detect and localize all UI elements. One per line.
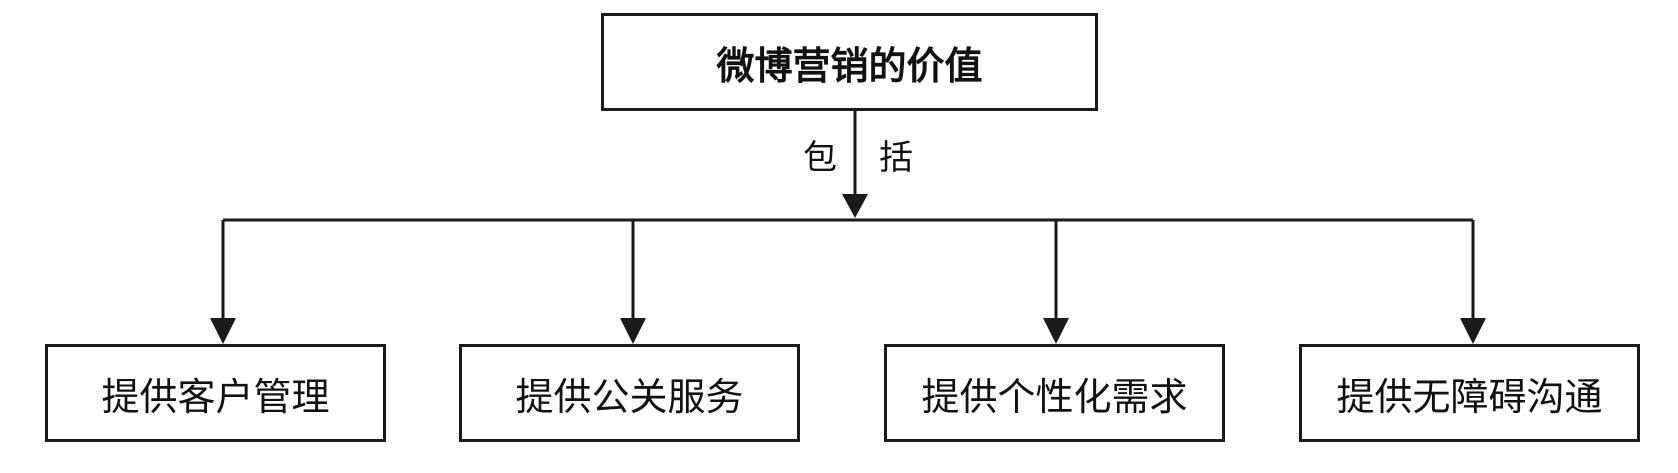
child-node-label: 提供公关服务	[515, 374, 744, 419]
child-node-personalized-needs: 提供个性化需求	[884, 344, 1225, 442]
branch-arrowhead-0	[210, 318, 236, 344]
branch-arrowhead-2	[1043, 318, 1069, 344]
child-node-customer-management: 提供客户管理	[45, 344, 386, 442]
edge-label-left: 包	[803, 138, 837, 178]
child-node-label: 提供个性化需求	[921, 374, 1188, 419]
child-node-label: 提供无障碍沟通	[1336, 374, 1603, 419]
root-node-label: 微博营销的价值	[716, 43, 983, 88]
branch-arrowhead-1	[620, 318, 646, 344]
edge-label-right: 括	[879, 138, 913, 178]
child-node-public-relations: 提供公关服务	[459, 344, 800, 442]
child-node-barrier-free-communication: 提供无障碍沟通	[1299, 344, 1640, 442]
trunk-arrowhead	[842, 194, 868, 218]
child-node-label: 提供客户管理	[101, 374, 330, 419]
branch-arrowhead-3	[1460, 318, 1486, 344]
root-node: 微博营销的价值	[601, 13, 1098, 111]
